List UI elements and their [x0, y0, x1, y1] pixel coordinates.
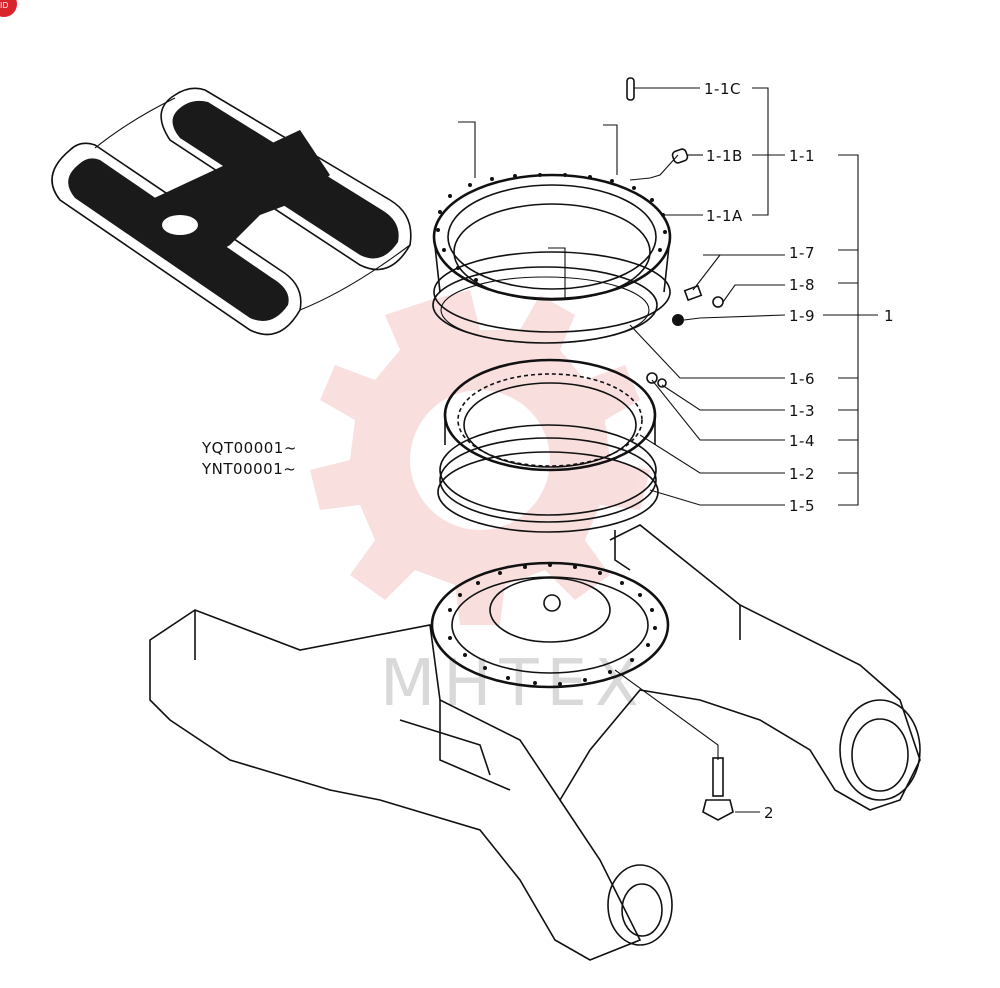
callout-1-1c: 1-1C — [704, 80, 741, 98]
seal-ring — [432, 266, 658, 344]
internal-gear-ring — [443, 358, 657, 472]
callout-1-8: 1-8 — [789, 276, 815, 294]
small-parts — [626, 77, 734, 821]
callout-1-1: 1-1 — [789, 147, 815, 165]
callout-1: 1 — [884, 307, 894, 325]
serial-range-1: YQT00001~ — [201, 439, 297, 457]
callout-1-9: 1-9 — [789, 307, 815, 325]
callout-1-5: 1-5 — [789, 497, 815, 515]
track-assembly-drawing — [51, 87, 412, 336]
callout-1-1b: 1-1B — [706, 147, 743, 165]
badge-text: ID — [0, 1, 9, 10]
callout-2: 2 — [764, 804, 774, 822]
serial-range-2: YNT00001~ — [201, 460, 296, 478]
callout-labels: 1-1C 1-1B 1-1 1-1A 1-7 1-8 1-9 1 1-6 1-3… — [201, 80, 894, 822]
callout-1-7: 1-7 — [789, 244, 815, 262]
undercarriage-frame — [149, 524, 921, 961]
callout-1-4: 1-4 — [789, 432, 815, 450]
bearing-outer-ring — [432, 173, 672, 333]
callout-1-1a: 1-1A — [706, 207, 743, 225]
corner-badge: ID — [0, 0, 17, 17]
callout-1-3: 1-3 — [789, 402, 815, 420]
callout-1-2: 1-2 — [789, 465, 815, 483]
leader-lines — [458, 87, 878, 813]
callout-1-6: 1-6 — [789, 370, 815, 388]
